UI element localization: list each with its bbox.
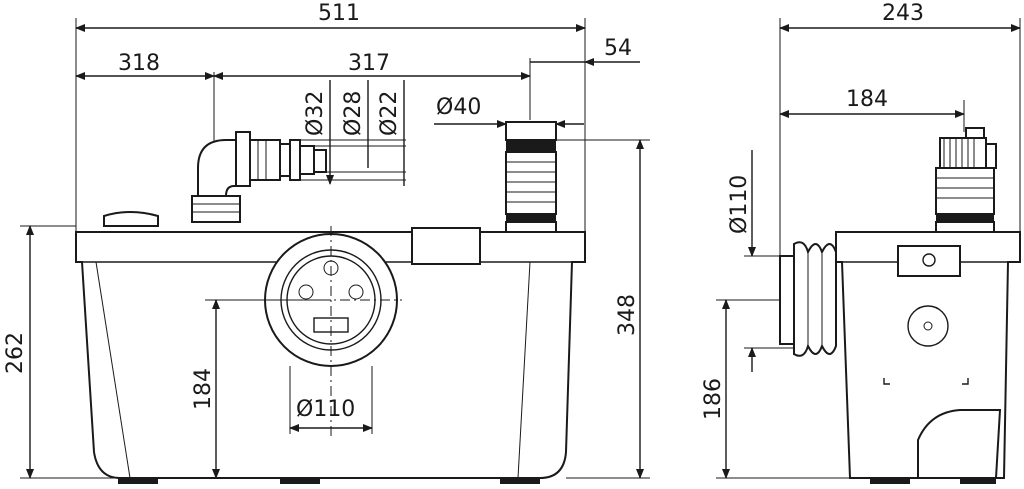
dim-side-depth: 243 (882, 1, 924, 26)
dim-outlet-d40: Ø40 (436, 95, 481, 120)
dim-overall-width: 511 (318, 1, 360, 26)
dim-inlet-to-outlet: 317 (348, 51, 390, 76)
dim-pipe-d28: Ø28 (341, 91, 366, 136)
dim-inlet-offset: 318 (118, 51, 160, 76)
dim-front-height: 262 (3, 332, 28, 374)
dim-pipe-d22: Ø22 (377, 91, 402, 136)
dim-outlet-offset: 54 (604, 36, 632, 61)
lid-notch (411, 227, 481, 265)
dim-side-inlet-height: 186 (701, 378, 726, 420)
side-outlet (935, 127, 997, 233)
dim-side-outlet-offset: 184 (846, 87, 888, 112)
outlet-pipe (505, 121, 557, 233)
dim-side-inlet-d110: Ø110 (727, 175, 752, 234)
front-view: 511 318 317 54 Ø32 Ø28 Ø22 Ø40 262 (3, 1, 650, 484)
vent-cap (103, 211, 159, 227)
dim-pipe-d32: Ø32 (303, 91, 328, 136)
dim-front-inlet-d110: Ø110 (296, 397, 355, 422)
dim-front-inlet-height: 184 (191, 368, 216, 410)
dim-total-height: 348 (615, 294, 640, 336)
inlet-elbow (191, 131, 327, 223)
side-view: 243 184 Ø110 186 (701, 1, 1021, 484)
side-inlet-bellows (779, 241, 837, 357)
